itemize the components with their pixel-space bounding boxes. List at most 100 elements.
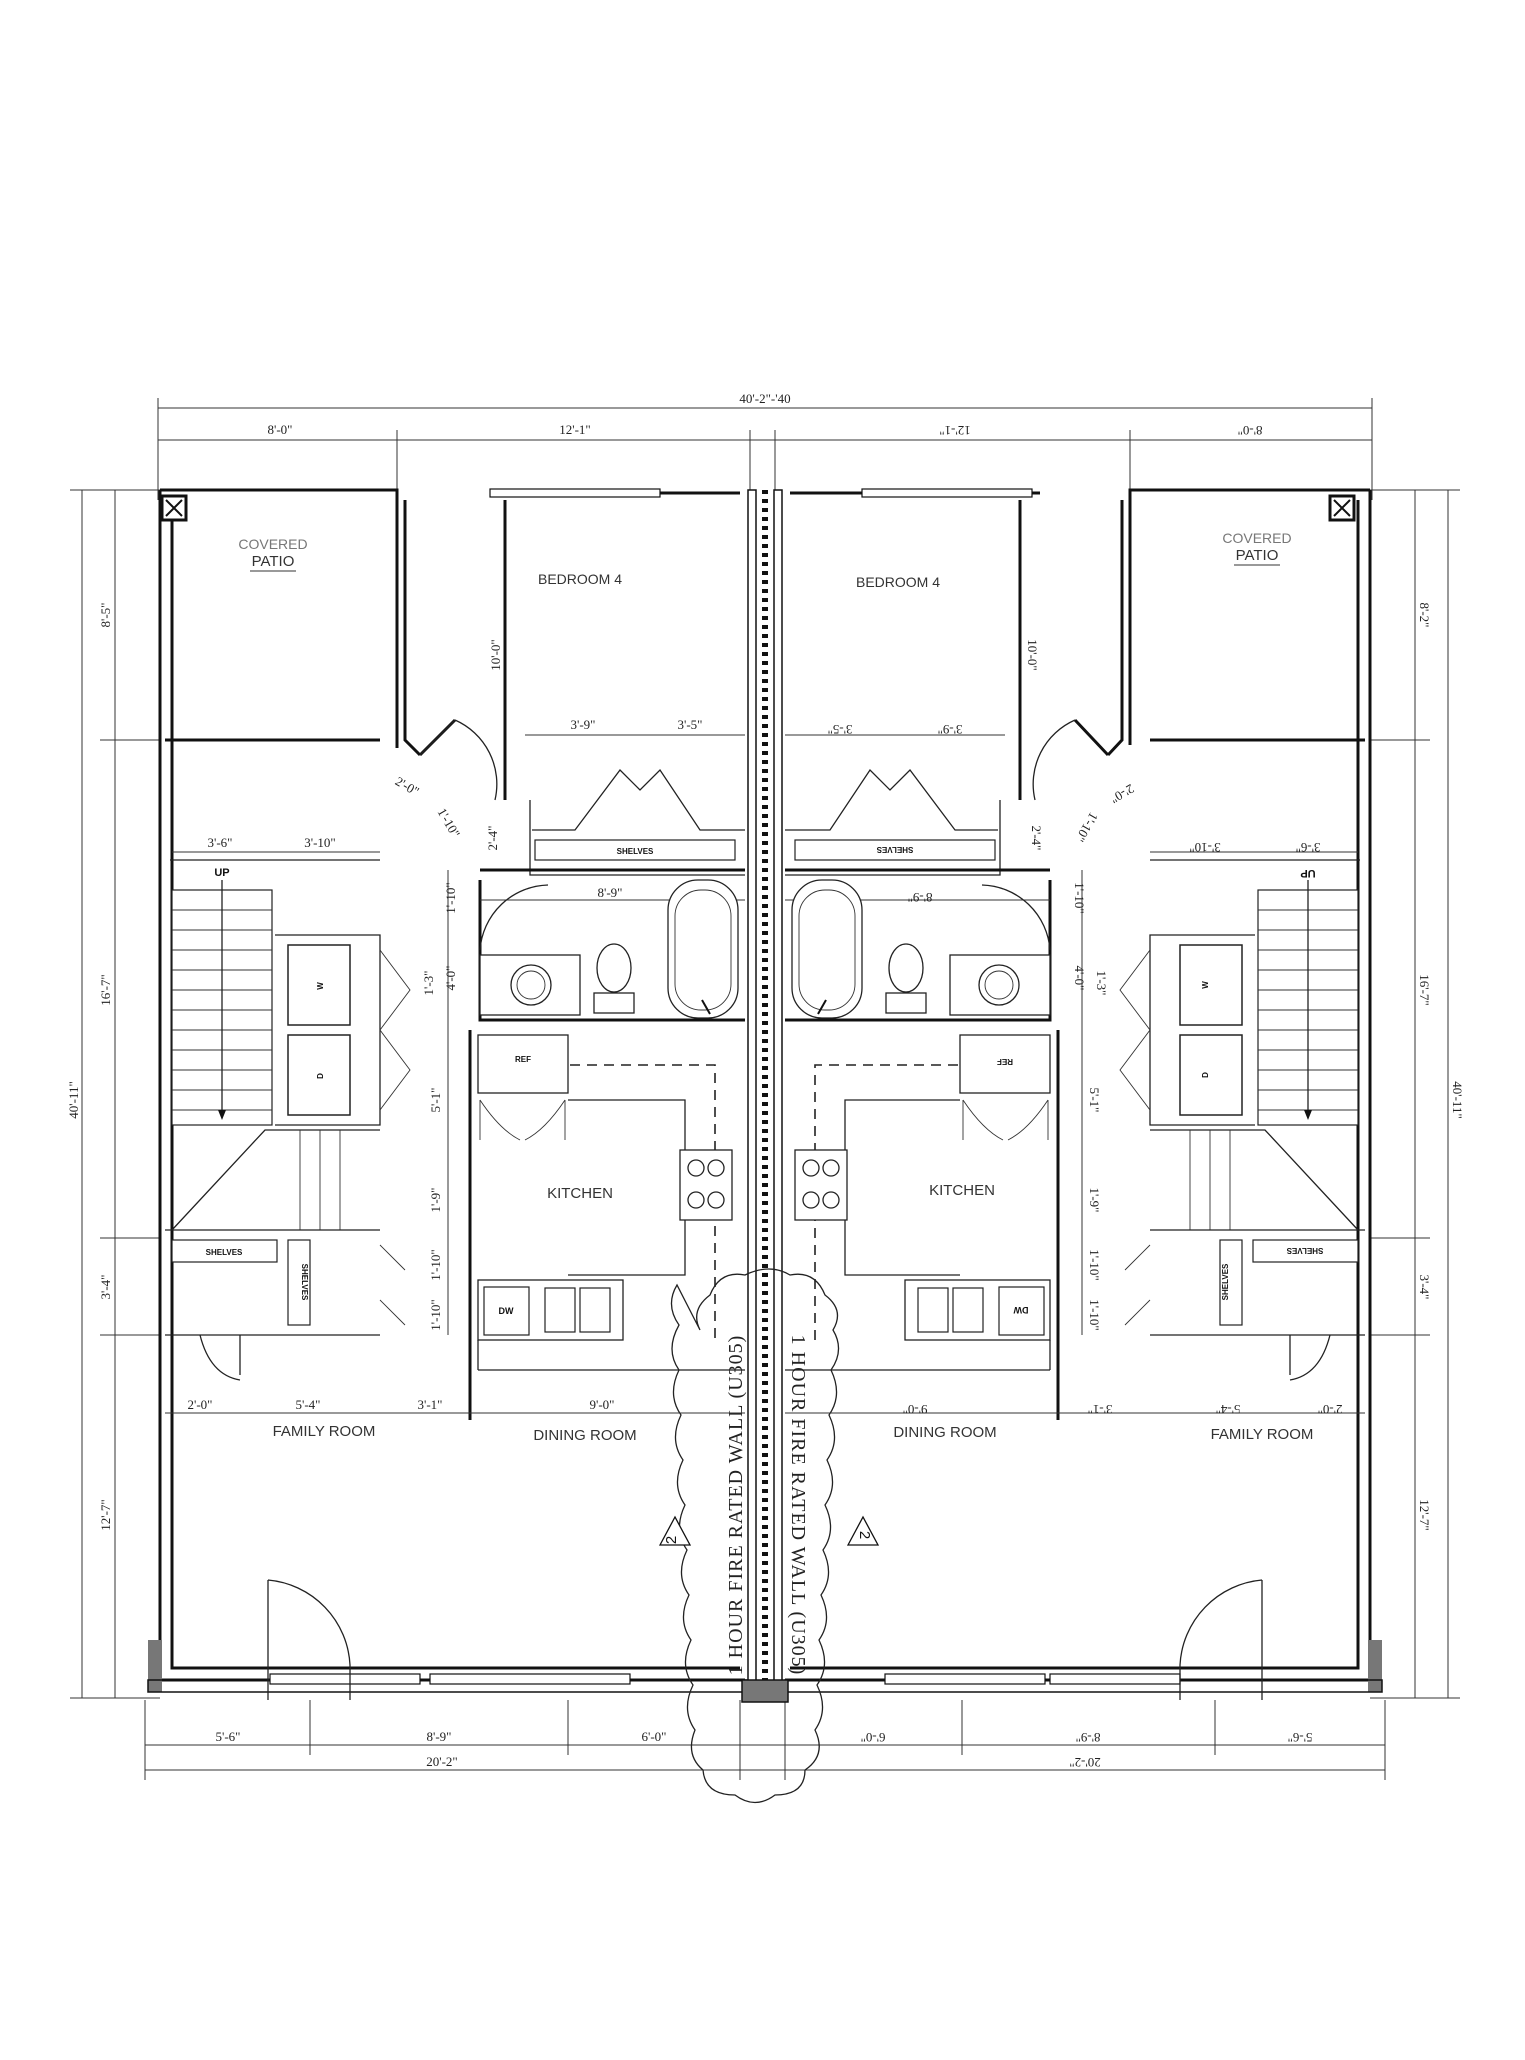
left-kitchen-label: KITCHEN <box>547 1185 613 1202</box>
right-family-room-label: FAMILY ROOM <box>1211 1426 1314 1443</box>
dim-left-closet-b: 3'-5" <box>678 717 703 732</box>
dim-left-patio: 8'-0" <box>268 422 293 437</box>
dim-right-stair-b: 3'-10" <box>1189 840 1220 855</box>
dim-bottom-l3: 6'-0" <box>642 1729 667 1744</box>
left-unit: SHELVES 3'-9" 3'-5" 10'-0" 2'-0" 1'-10" … <box>165 500 745 1700</box>
right-storage-shelves-v: SHELVES <box>1221 1263 1230 1300</box>
dim-left-stair-a: 3'-6" <box>208 835 233 850</box>
top-dimensions: 40'-2"-'40 8'-0" 12'-1" 12'-1" 8'-0" <box>157 391 1373 500</box>
fire-rated-wall: 1 HOUR FIRE RATED WALL (U305) 1 HOUR FIR… <box>658 489 880 1804</box>
dim-right-hall-f: 1'-10" <box>1087 1249 1102 1280</box>
dim-right-diag-b: 1'-10" <box>1073 810 1102 845</box>
right-stair-up: UP <box>1300 867 1315 879</box>
dim-left-row-b: 5'-4" <box>296 1397 321 1412</box>
dim-right-hall-b: 4'-0" <box>1072 966 1087 991</box>
right-kitchen-label: KITCHEN <box>929 1182 995 1199</box>
right-dryer-label: D <box>1201 1072 1210 1078</box>
dim-left-hall-c: 1'-3" <box>421 971 436 996</box>
dim-left-1: 8'-5" <box>98 603 113 628</box>
dim-right-hall-e: 1'-9" <box>1087 1188 1102 1213</box>
dim-left-diag-b: 1'-10" <box>435 805 464 840</box>
dim-left-3: 3'-4" <box>98 1275 113 1300</box>
exterior-walls <box>147 488 1383 1693</box>
dim-right-row-b: 5'-4" <box>1216 1402 1241 1417</box>
left-ref-label: REF <box>515 1055 531 1064</box>
dim-bottom-l2: 8'-9" <box>427 1729 452 1744</box>
dim-bottom-r1: 6'-0" <box>861 1730 886 1745</box>
dim-left-row-a: 2'-0" <box>188 1397 213 1412</box>
dim-bottom-l1: 5'-6" <box>216 1729 241 1744</box>
dim-left-hall-d: 5'-1" <box>428 1088 443 1113</box>
fire-tag-left: 2 <box>663 1536 680 1544</box>
left-storage-shelves-v: SHELVES <box>300 1264 309 1301</box>
fire-wall-label-right: 1 HOUR FIRE RATED WALL (U305) <box>787 1335 809 1676</box>
right-washer-label: W <box>1201 981 1210 989</box>
dim-left-4: 12'-7" <box>98 1499 113 1530</box>
dim-right-row-a: 2'-0" <box>1318 1402 1343 1417</box>
left-covered-label: COVERED <box>238 536 307 552</box>
left-dw-label: DW <box>499 1306 514 1316</box>
dim-left-bed-width: 10'-0" <box>488 639 503 670</box>
dim-right-1: 8'-2" <box>1417 603 1432 628</box>
right-covered-label: COVERED <box>1222 530 1291 546</box>
dim-right-patio: 8'-0" <box>1238 423 1263 438</box>
dim-right-hall-d: 5'-1" <box>1087 1088 1102 1113</box>
dim-right-closet-a: 3'-9" <box>938 722 963 737</box>
dim-bottom-r2: 8'-9" <box>1076 1730 1101 1745</box>
fire-tag-right: 2 <box>856 1531 873 1539</box>
dim-left-hall-a: 1'-10" <box>443 882 458 913</box>
dim-top-total: 40'-2"-'40 <box>739 391 790 406</box>
left-storage-shelves: SHELVES <box>206 1248 243 1257</box>
dim-right-closet-b: 3'-5" <box>828 722 853 737</box>
dim-right-row-c: 3'-1" <box>1088 1402 1113 1417</box>
dim-left-2: 16'-7" <box>98 974 113 1005</box>
left-dimensions: 40'-11" 8'-5" 16'-7" 3'-4" 12'-7" <box>66 489 160 1699</box>
dim-right-hall-c: 1'-3" <box>1094 971 1109 996</box>
left-dryer-label: D <box>316 1073 325 1079</box>
right-patio-label: PATIO <box>1236 547 1279 564</box>
patio-post-left <box>160 494 188 522</box>
left-patio-label: PATIO <box>252 553 295 570</box>
left-bedroom-label: BEDROOM 4 <box>538 571 622 587</box>
dim-left-row-c: 3'-1" <box>418 1397 443 1412</box>
dim-right-3: 3'-4" <box>1417 1275 1432 1300</box>
dim-left-hall-g: 1'-10" <box>428 1299 443 1330</box>
dim-right-diag-a: 2'-0" <box>1108 781 1137 806</box>
dim-right-2: 16'-7" <box>1417 974 1432 1005</box>
right-unit: SHELVES 3'-5" 3'-9" 10'-0" 2'-0" 1'-10" … <box>785 500 1365 1700</box>
left-washer-label: W <box>316 982 325 990</box>
dim-right-bed-width: 10'-0" <box>1025 639 1040 670</box>
right-closet-shelves: SHELVES <box>876 845 913 854</box>
right-dw-label: DW <box>1013 1305 1028 1315</box>
dim-left-hall-f: 1'-10" <box>428 1249 443 1280</box>
dim-right-stair-a: 3'-6" <box>1296 840 1321 855</box>
dim-left-bed: 12'-1" <box>559 422 590 437</box>
right-ref-label: REF <box>997 1057 1013 1066</box>
right-dimensions: 40'-11" 8'-2" 16'-7" 3'-4" 12'-7" <box>1370 489 1465 1699</box>
dim-right-hall-a: 1'-10" <box>1072 882 1087 913</box>
dim-left-row-d: 9'-0" <box>590 1397 615 1412</box>
right-bedroom-label: BEDROOM 4 <box>856 574 940 590</box>
dim-left-diag-a: 2'-0" <box>393 773 422 798</box>
right-dining-room-label: DINING ROOM <box>893 1424 996 1441</box>
right-storage-shelves: SHELVES <box>1286 1246 1323 1255</box>
left-family-room-label: FAMILY ROOM <box>273 1423 376 1440</box>
dim-right-row-d: 9'-0" <box>903 1402 928 1417</box>
dim-left-bath-small: 2'-4" <box>485 826 500 851</box>
dim-bottom-ltotal: 20'-2" <box>426 1754 457 1769</box>
dim-left-hall-e: 1'-9" <box>428 1188 443 1213</box>
dim-right-bath-w: 8'-9" <box>908 890 933 905</box>
left-dining-room-label: DINING ROOM <box>533 1427 636 1444</box>
dim-left-total: 40'-11" <box>66 1081 81 1119</box>
dim-left-hall-b: 4'-0" <box>443 966 458 991</box>
dim-right-total: 40'-11" <box>1450 1081 1465 1119</box>
fire-wall-label-left: 1 HOUR FIRE RATED WALL (U305) <box>725 1335 747 1676</box>
bottom-dimensions: 5'-6" 8'-9" 6'-0" 20'-2" 6'-0" 8'-9" 5'-… <box>144 1700 1386 1780</box>
dim-right-hall-g: 1'-10" <box>1087 1299 1102 1330</box>
dim-right-4: 12'-7" <box>1417 1499 1432 1530</box>
left-stair-up: UP <box>214 867 229 879</box>
left-closet-shelves: SHELVES <box>617 847 654 856</box>
dim-right-bed: 12'-1" <box>939 423 970 438</box>
dim-left-stair-b: 3'-10" <box>304 835 335 850</box>
